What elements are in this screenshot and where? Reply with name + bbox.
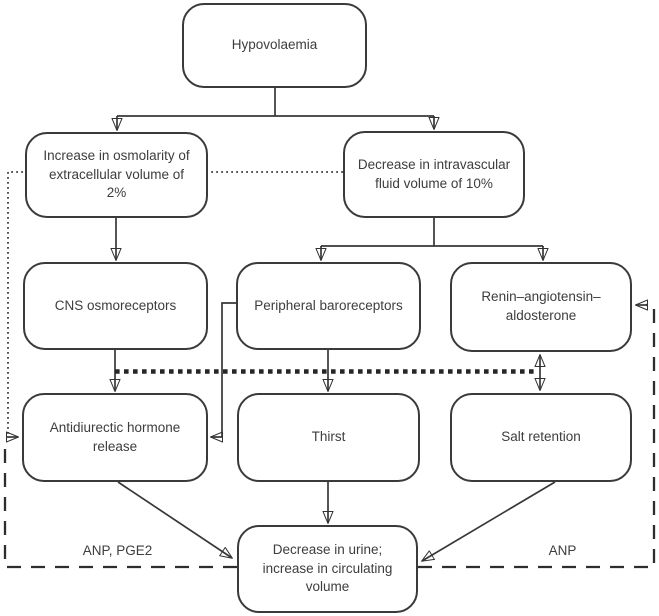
edge-salt-to-urine [422,481,556,561]
edge-peripheral-to-adh [211,302,236,437]
node-intravascular-decrease: Decrease in intravascular fluid volume o… [343,131,525,218]
node-urine-decrease: Decrease in urine; increase in circulati… [237,525,418,613]
node-peripheral-baroreceptors-label: Peripheral baroreceptors [254,297,403,313]
node-thirst-label: Thirst [311,429,346,445]
edge-label-anp-pge2: ANP, PGE2 [82,543,153,558]
node-peripheral-baroreceptors: Peripheral baroreceptors [236,262,421,350]
node-osmolarity-increase: Increase in osmolarity of extracellular … [25,132,208,218]
node-osmolarity-increase-label: Increase in osmolarity of extracellular … [43,148,190,201]
node-urine-decrease-label: Decrease in urine; increase in circulati… [262,542,393,595]
node-cns-osmoreceptors-label: CNS osmoreceptors [54,297,177,313]
node-adh-release: Antidiurectic hormone release [22,393,208,482]
node-renin-angiotensin-aldosterone: Renin–angiotensin– aldosterone [450,262,632,352]
node-salt-retention-label: Salt retention [501,429,581,445]
node-adh-release-label: Antidiurectic hormone release [49,419,181,454]
node-cns-osmoreceptors: CNS osmoreceptors [23,262,208,350]
node-renin-angiotensin-aldosterone-label: Renin–angiotensin– aldosterone [481,289,601,323]
edge-urine-to-renin-dashed [418,305,656,569]
node-thirst: Thirst [237,393,420,482]
edge-urine-to-adh-dashed [3,441,237,569]
node-intravascular-decrease-label: Decrease in intravascular fluid volume o… [357,156,511,191]
edge-hypovolaemia-to-row2 [117,88,434,130]
edge-label-anp: ANP [548,543,577,558]
edge-adh-to-urine [117,481,232,558]
edge-intravascular-to-adh-dotted [7,171,343,437]
edge-intravascular-to-row3 [321,218,543,260]
node-hypovolaemia: Hypovolaemia [182,3,367,88]
node-salt-retention: Salt retention [450,393,632,482]
node-hypovolaemia-label: Hypovolaemia [231,37,318,53]
